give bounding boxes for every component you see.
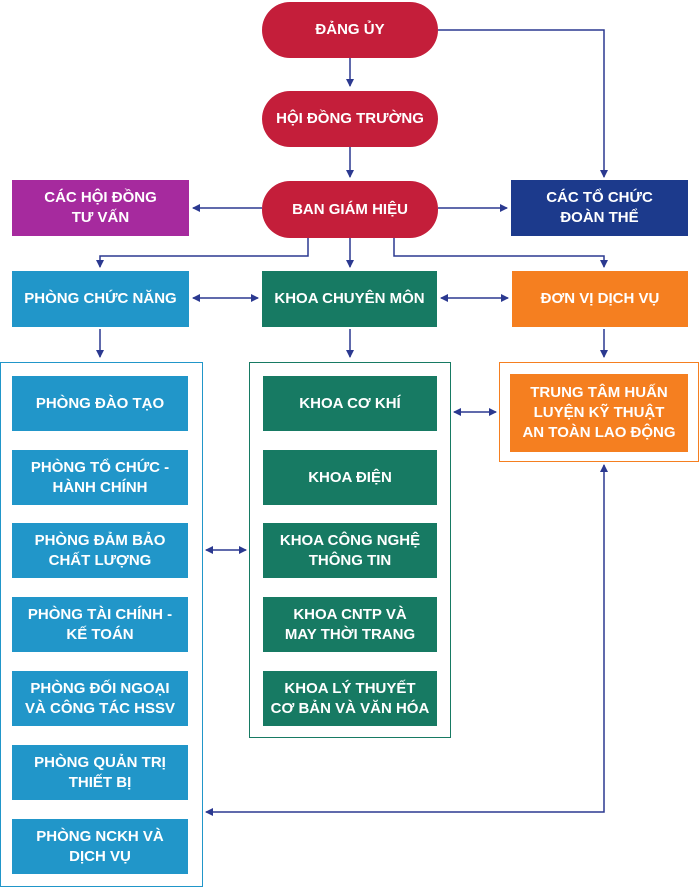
advisory-councils-box: CÁC HỘI ĐỒNG TƯ VẤN bbox=[12, 180, 189, 236]
arrow-services-list-offices-list bbox=[205, 464, 608, 816]
service-units-label: ĐƠN VỊ DỊCH VỤ bbox=[540, 290, 660, 307]
school-council-box: HỘI ĐỒNG TRƯỜNG bbox=[262, 91, 438, 147]
functional-offices-header: PHÒNG CHỨC NĂNG bbox=[12, 271, 189, 327]
service-item-label: TRUNG TÂM HUẤN LUYỆN KỸ THUẬT AN TOÀN LA… bbox=[522, 384, 676, 441]
faculty-item: KHOA ĐIỆN bbox=[263, 450, 437, 505]
functional-offices-label: PHÒNG CHỨC NĂNG bbox=[24, 290, 177, 307]
office-item: PHÒNG QUẢN TRỊ THIẾT BỊ bbox=[12, 745, 188, 800]
mass-organizations-box: CÁC TỔ CHỨC ĐOÀN THỂ bbox=[511, 180, 688, 236]
party-committee-label: ĐẢNG ỦY bbox=[315, 21, 385, 38]
office-item-label: PHÒNG TỔ CHỨC - HÀNH CHÍNH bbox=[30, 458, 170, 496]
faculties-label: KHOA CHUYÊN MÔN bbox=[274, 290, 425, 307]
faculty-item-label: KHOA CÔNG NGHỆ THÔNG TIN bbox=[279, 531, 421, 569]
office-item-label: PHÒNG ĐÀO TẠO bbox=[35, 394, 165, 412]
advisory-councils-label: CÁC HỘI ĐỒNG TƯ VẤN bbox=[44, 189, 157, 226]
party-committee-box: ĐẢNG ỦY bbox=[262, 2, 438, 58]
faculties-header: KHOA CHUYÊN MÔN bbox=[262, 271, 437, 327]
service-units-header: ĐƠN VỊ DỊCH VỤ bbox=[512, 271, 688, 327]
board-of-directors-label: BAN GIÁM HIỆU bbox=[292, 200, 408, 218]
service-item: TRUNG TÂM HUẤN LUYỆN KỸ THUẬT AN TOÀN LA… bbox=[510, 374, 688, 452]
faculty-item: KHOA CƠ KHÍ bbox=[263, 376, 437, 431]
faculty-item-label: KHOA ĐIỆN bbox=[308, 468, 392, 486]
office-item: PHÒNG ĐỐI NGOẠI VÀ CÔNG TÁC HSSV bbox=[12, 671, 188, 726]
arrow-board-to-offices bbox=[96, 238, 309, 268]
office-item: PHÒNG TÀI CHÍNH - KẾ TOÁN bbox=[12, 597, 188, 652]
office-item-label: PHÒNG NCKH VÀ DỊCH VỤ bbox=[36, 827, 164, 865]
school-council-label: HỘI ĐỒNG TRƯỜNG bbox=[276, 110, 424, 127]
office-item-label: PHÒNG QUẢN TRỊ THIẾT BỊ bbox=[34, 753, 166, 791]
faculty-item-label: KHOA CNTP VÀ MAY THỜI TRANG bbox=[284, 605, 416, 643]
mass-organizations-label: CÁC TỔ CHỨC ĐOÀN THỂ bbox=[546, 189, 653, 226]
faculty-item-label: KHOA LÝ THUYẾT CƠ BẢN VÀ VĂN HÓA bbox=[270, 679, 430, 717]
office-item: PHÒNG ĐÀO TẠO bbox=[12, 376, 188, 431]
arrow-board-to-services bbox=[393, 238, 608, 268]
faculty-item: KHOA LÝ THUYẾT CƠ BẢN VÀ VĂN HÓA bbox=[263, 671, 437, 726]
office-item-label: PHÒNG ĐỐI NGOẠI VÀ CÔNG TÁC HSSV bbox=[24, 679, 175, 717]
office-item-label: PHÒNG TÀI CHÍNH - KẾ TOÁN bbox=[27, 605, 173, 643]
board-of-directors-box: BAN GIÁM HIỆU bbox=[262, 181, 438, 238]
arrow-party-to-organizations bbox=[438, 29, 608, 178]
office-item: PHÒNG NCKH VÀ DỊCH VỤ bbox=[12, 819, 188, 874]
faculty-item-label: KHOA CƠ KHÍ bbox=[299, 394, 401, 412]
faculty-item: KHOA CÔNG NGHỆ THÔNG TIN bbox=[263, 523, 437, 578]
faculty-item: KHOA CNTP VÀ MAY THỜI TRANG bbox=[263, 597, 437, 652]
office-item-label: PHÒNG ĐẢM BẢO CHẤT LƯỢNG bbox=[34, 531, 166, 569]
office-item: PHÒNG ĐẢM BẢO CHẤT LƯỢNG bbox=[12, 523, 188, 578]
offices-group-frame bbox=[0, 362, 203, 887]
services-group-frame bbox=[499, 362, 699, 462]
office-item: PHÒNG TỔ CHỨC - HÀNH CHÍNH bbox=[12, 450, 188, 505]
